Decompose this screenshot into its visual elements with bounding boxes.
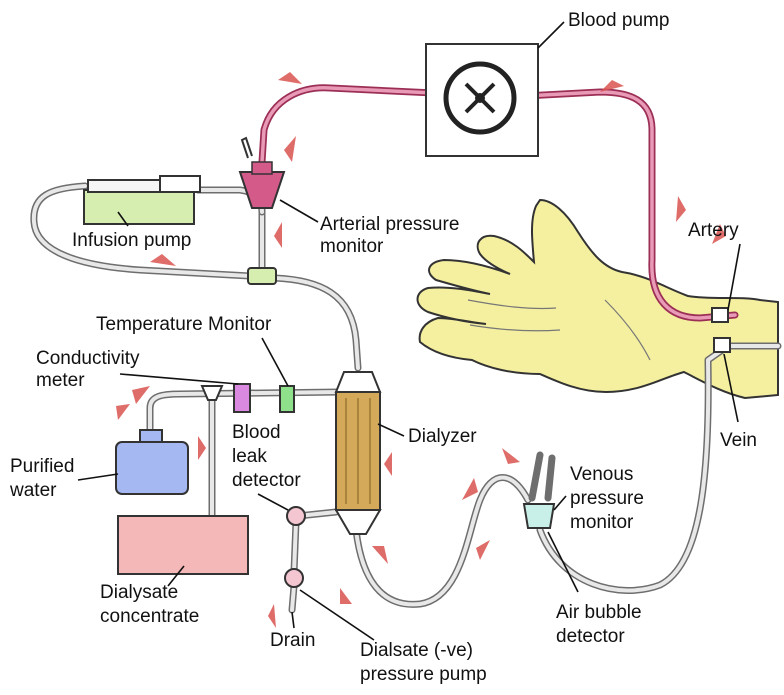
cannulas	[711, 307, 731, 353]
flow-arrow	[372, 546, 388, 564]
label-venous-pressure-monitor-2: pressure	[570, 488, 644, 509]
label-drain: Drain	[270, 630, 315, 651]
label-temperature-monitor: Temperature Monitor	[96, 314, 272, 335]
flow-arrow	[132, 386, 150, 404]
mixing-valve	[200, 385, 224, 401]
flow-arrow	[268, 604, 276, 628]
tube-junction	[247, 267, 277, 285]
label-blood-leak-detector-2: leak	[232, 446, 267, 467]
drain-valve	[286, 506, 306, 526]
leader-lines	[77, 21, 741, 641]
label-dialysate-concentrate: Dialysate	[100, 582, 178, 603]
flow-arrow	[198, 436, 206, 460]
label-venous-pressure-monitor-3: monitor	[570, 512, 634, 533]
label-venous-pressure-monitor: Venous	[570, 464, 633, 485]
label-arterial-pressure-monitor-2: monitor	[320, 236, 384, 257]
label-arterial-pressure-monitor: Arterial pressure	[320, 214, 459, 235]
flow-arrow	[712, 224, 726, 244]
label-blood-leak-detector-3: detector	[232, 470, 301, 491]
label-dialyzer: Dialyzer	[408, 426, 477, 447]
label-conductivity-meter-2: meter	[36, 370, 85, 391]
flow-arrow	[600, 80, 624, 92]
label-infusion-pump: Infusion pump	[72, 230, 191, 251]
blood-tubing	[258, 84, 739, 322]
label-vein: Vein	[720, 430, 757, 451]
flow-arrow	[676, 196, 686, 222]
infusion-pump	[83, 175, 201, 225]
purified-water-container	[115, 429, 189, 495]
label-conductivity-meter: Conductivity	[36, 348, 140, 369]
label-purified-water-2: water	[9, 480, 57, 501]
flow-arrow	[502, 448, 520, 464]
flow-arrow	[274, 222, 282, 248]
flow-arrow	[340, 588, 352, 604]
flow-arrows	[116, 72, 726, 628]
label-air-bubble-detector: Air bubble	[556, 602, 642, 623]
dialysate-concentrate-container	[117, 515, 249, 575]
label-blood-pump: Blood pump	[568, 10, 669, 31]
blood-pump	[425, 43, 539, 157]
label-dialysate-pressure-pump: Dialsate (-ve)	[360, 640, 473, 661]
flow-arrow	[150, 254, 176, 266]
flow-arrow	[278, 72, 302, 84]
arterial-pressure-monitor	[238, 136, 286, 209]
flow-arrow	[116, 404, 130, 420]
label-purified-water: Purified	[10, 456, 74, 477]
label-blood-leak-detector: Blood	[232, 422, 281, 443]
label-air-bubble-detector-2: detector	[556, 626, 625, 647]
flow-arrow	[384, 452, 392, 476]
label-dialysate-pressure-pump-2: pressure pump	[360, 664, 487, 685]
label-artery: Artery	[688, 220, 739, 241]
temperature-monitor	[279, 385, 295, 413]
label-dialysate-concentrate-2: concentrate	[100, 606, 199, 627]
dialyzer	[334, 371, 382, 535]
labels: Blood pump Arterial pressure monitor Inf…	[9, 10, 757, 685]
venous-pressure-monitor	[522, 503, 556, 529]
flow-arrow	[284, 136, 296, 162]
conductivity-meter	[233, 383, 251, 413]
flow-arrow	[462, 478, 478, 500]
dialysate-pressure-pump	[284, 568, 304, 588]
flow-arrow	[476, 540, 490, 560]
